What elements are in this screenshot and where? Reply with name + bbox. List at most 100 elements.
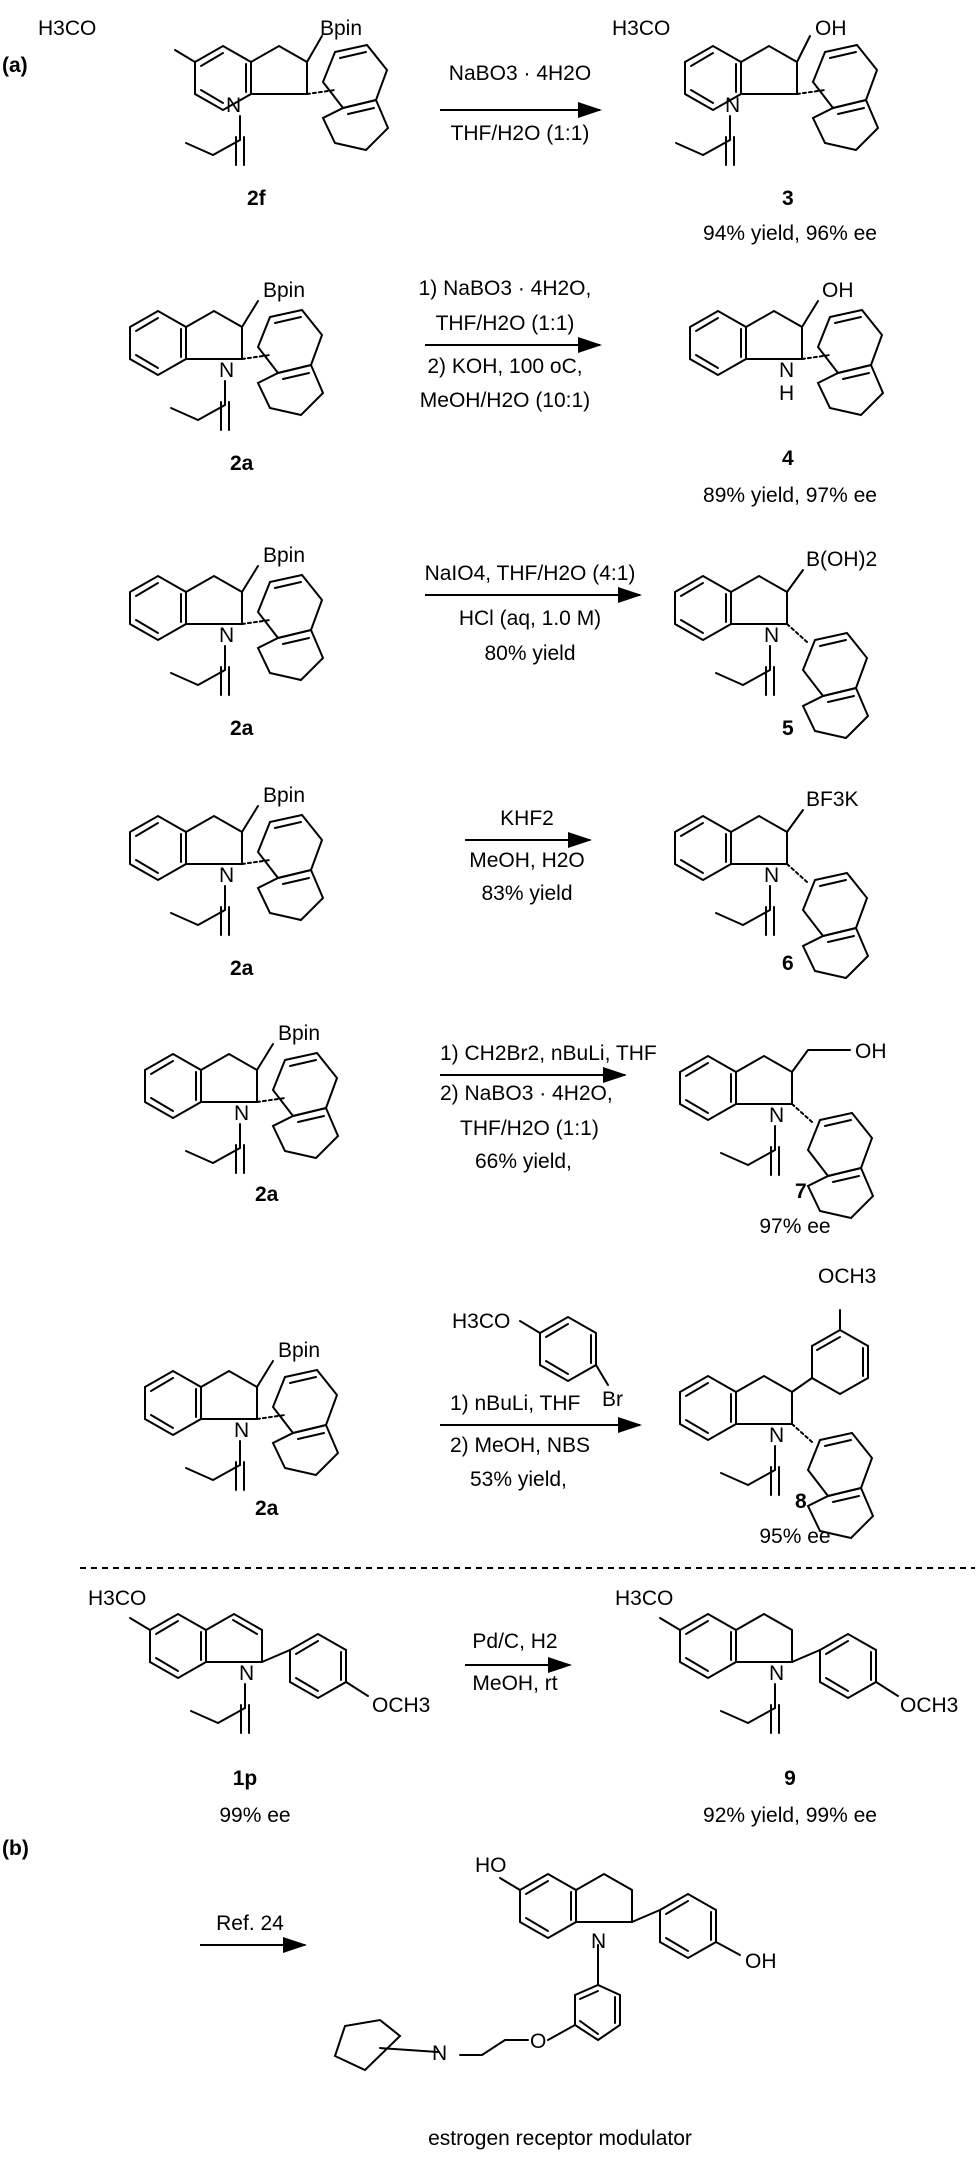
condition-text: THF/H2O (1:1) — [451, 122, 590, 145]
compound-2a-structure — [144, 1043, 340, 1174]
reagent-bromoanisole — [519, 1315, 609, 1386]
yield-text: 89% yield, 97% ee — [703, 484, 877, 507]
atom-label: Bpin — [320, 17, 362, 40]
atom-label: H3CO — [88, 1587, 146, 1610]
atom-label: Bpin — [263, 544, 305, 567]
atom-label: N — [219, 864, 234, 887]
compound-label: 3 — [782, 187, 794, 210]
atom-label: OH — [855, 1040, 887, 1063]
atom-label: OH — [745, 1950, 777, 1973]
condition-text: MeOH, H2O — [469, 849, 585, 872]
atom-label: OH — [815, 17, 847, 40]
atom-label: Bpin — [278, 1022, 320, 1045]
reaction-3: Bpin N 2a NaIO4, THF/H2O (4:1) HCl (aq, … — [129, 544, 877, 740]
condition-text: 1) nBuLi, THF — [450, 1392, 580, 1415]
reaction-6: Bpin N 2a — [144, 1339, 340, 1520]
compound-4-structure — [689, 300, 885, 417]
compound-label: 2a — [230, 452, 254, 475]
compound-label: 2a — [255, 1497, 279, 1520]
compound-8-structure — [679, 1309, 875, 1540]
compound-6-structure — [674, 809, 870, 980]
compound-1p-structure — [129, 1612, 369, 1734]
atom-label: H3CO — [615, 1587, 673, 1610]
compound-label: 2a — [230, 717, 254, 740]
atom-label: N — [234, 1419, 249, 1442]
atom-label: N — [591, 1930, 606, 1953]
ee-text: 99% ee — [219, 1804, 290, 1827]
atom-label: OCH3 — [372, 1694, 430, 1717]
atom-label: N — [432, 2042, 447, 2065]
condition-text: 1) CH2Br2, nBuLi, THF — [440, 1042, 657, 1065]
section-a-label: (a) — [2, 54, 28, 77]
condition-text: THF/H2O (1:1) — [460, 1117, 599, 1140]
atom-label: HO — [475, 1854, 507, 1877]
condition-text: NaBO3 · 4H2O — [449, 62, 591, 85]
condition-text: 66% yield, — [475, 1150, 572, 1173]
reaction-4: Bpin N 2a KHF2 MeOH, H2O 83% yield BF3K … — [129, 784, 870, 980]
atom-label: OCH3 — [818, 1265, 876, 1288]
condition-text: HCl (aq, 1.0 M) — [459, 607, 601, 630]
compound-name: estrogen receptor modulator — [428, 2127, 692, 2150]
compound-3-structure — [675, 35, 880, 166]
compound-2a-structure — [129, 565, 325, 696]
condition-text: MeOH/H2O (10:1) — [420, 389, 590, 412]
section-b-label: (b) — [2, 1837, 29, 1860]
compound-label: 7 — [795, 1180, 807, 1203]
estrogen-receptor-modulator-structure — [333, 1872, 741, 2072]
compound-label: 2a — [255, 1183, 279, 1206]
condition-text: Pd/C, H2 — [472, 1630, 557, 1653]
atom-label: N — [769, 1662, 784, 1685]
compound-2f-structure — [174, 35, 390, 166]
reference-label: Ref. 24 — [216, 1912, 284, 1935]
atom-label: N — [725, 94, 740, 117]
atom-label: OH — [822, 279, 854, 302]
condition-text: 1) NaBO3 · 4H2O, — [419, 277, 592, 300]
compound-9-structure — [659, 1612, 899, 1734]
atom-label: H3CO — [452, 1310, 510, 1333]
condition-text: 83% yield — [481, 882, 572, 905]
condition-text: THF/H2O (1:1) — [436, 312, 575, 335]
atom-label: N — [234, 1102, 249, 1125]
yield-text: 92% yield, 99% ee — [703, 1804, 877, 1827]
compound-2a-structure — [129, 300, 325, 431]
condition-text: 2) NaBO3 · 4H2O, — [440, 1082, 613, 1105]
atom-label: N — [226, 94, 241, 117]
yield-text: 97% ee — [759, 1215, 830, 1238]
compound-label: 9 — [784, 1767, 796, 1790]
condition-text: 53% yield, — [470, 1468, 567, 1491]
atom-label: N — [764, 864, 779, 887]
atom-label: O — [530, 2030, 546, 2053]
reaction-2: Bpin N 2a 1) NaBO3 · 4H2O, THF/H2O (1:1)… — [129, 277, 885, 507]
atom-label: N — [764, 624, 779, 647]
atom-label: N — [769, 1424, 784, 1447]
yield-text: 95% ee — [759, 1525, 830, 1548]
reaction-5: Bpin N 2a — [144, 1022, 340, 1206]
atom-label: Bpin — [278, 1339, 320, 1362]
compound-2a-structure — [144, 1360, 340, 1491]
atom-label: H — [779, 382, 794, 405]
compound-label: 4 — [782, 447, 794, 470]
atom-label: B(OH)2 — [806, 548, 877, 571]
atom-label: Br — [602, 1388, 623, 1411]
compound-2a-structure — [129, 805, 325, 936]
atom-label: OCH3 — [900, 1694, 958, 1717]
condition-text: 2) MeOH, NBS — [450, 1434, 590, 1457]
compound-label: 2a — [230, 957, 254, 980]
atom-label: Bpin — [263, 279, 305, 302]
compound-5-structure — [674, 569, 870, 740]
atom-label: N — [779, 359, 794, 382]
condition-text: MeOH, rt — [472, 1672, 557, 1695]
compound-label: 6 — [782, 952, 794, 975]
atom-label: N — [219, 359, 234, 382]
reaction-1: H3CO Bpin N 2f NaBO3 · 4H2O THF/H2O (1:1… — [38, 17, 880, 245]
atom-label: H3CO — [38, 17, 96, 40]
yield-text: 94% yield, 96% ee — [703, 222, 877, 245]
condition-text: NaIO4, THF/H2O (4:1) — [425, 562, 636, 585]
atom-label: Bpin — [263, 784, 305, 807]
compound-label: 1p — [233, 1767, 258, 1790]
condition-text: 2) KOH, 100 oC, — [427, 355, 582, 378]
atom-label: N — [219, 624, 234, 647]
atom-label: BF3K — [806, 788, 859, 811]
compound-label: 5 — [782, 717, 794, 740]
